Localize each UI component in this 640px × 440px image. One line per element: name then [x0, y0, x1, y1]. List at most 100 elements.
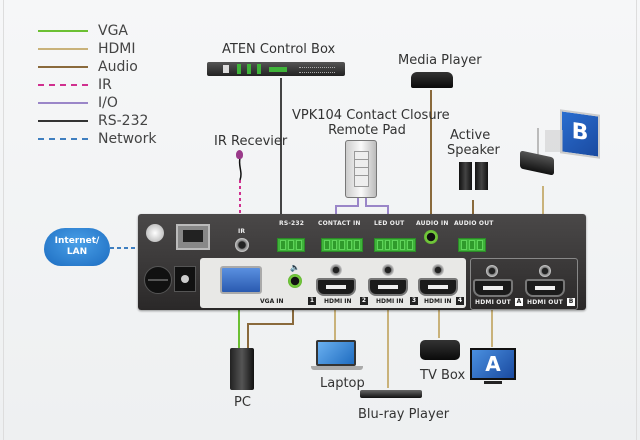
monitor-a-letter: A — [485, 352, 501, 376]
legend-item-io: I/O — [38, 94, 178, 112]
control-box-label: ATEN Control Box — [222, 42, 336, 57]
io-line-led — [365, 196, 389, 220]
contact-in-terminal[interactable] — [321, 238, 363, 252]
matrix-switch-unit: IR RS-232 CONTACT IN LED OUT AUDIO IN AU… — [138, 214, 586, 310]
pc-audio-line — [247, 310, 294, 348]
legend-swatch — [38, 102, 88, 104]
screen-b-letter: B — [571, 118, 589, 147]
contact-pad-icon — [345, 140, 377, 198]
hdmi-in-3-indicator — [382, 264, 394, 276]
output-panel: HDMI OUT A HDMI OUT B — [470, 258, 578, 310]
power-switch[interactable] — [144, 266, 172, 294]
projection-beam — [545, 130, 563, 152]
terminal-icon — [247, 64, 251, 74]
laptop-base — [311, 366, 363, 370]
tv-box-label: TV Box — [420, 368, 466, 383]
terminal-icon — [257, 64, 261, 74]
hdmi-in-2-label: HDMI IN — [324, 298, 352, 305]
contact-in-label: CONTACT IN — [318, 220, 361, 227]
hdmi-out-a-label: HDMI OUT — [475, 299, 511, 306]
legend-swatch — [38, 30, 88, 32]
serial-ports-icon — [299, 67, 335, 73]
led-out-label: LED OUT — [374, 220, 405, 227]
speaker-label-line2: Speaker — [447, 143, 500, 158]
terminal-icon — [269, 67, 287, 72]
input-panel: 🔈 VGA IN 1 HDMI IN 2 HDMI IN 3 HDMI IN 4 — [200, 258, 466, 308]
input-number-2: 2 — [360, 297, 368, 305]
legend-label: Audio — [98, 59, 138, 75]
speaker-label-line1: Active — [450, 128, 491, 143]
hdmi-out-b-port[interactable] — [525, 279, 565, 297]
legend-label: IR — [98, 77, 112, 93]
laptop-label: Laptop — [320, 376, 365, 391]
ir-cable — [238, 157, 242, 181]
pc-label: PC — [234, 395, 251, 410]
legend-swatch — [38, 138, 88, 140]
ir-receiver-label: IR Recevier — [214, 134, 288, 149]
legend-label: Network — [98, 131, 157, 147]
speaker-icon: 🔈 — [290, 263, 300, 272]
led-out-terminal[interactable] — [374, 238, 416, 252]
ground-screw-icon — [146, 224, 164, 242]
legend-item-audio: Audio — [38, 58, 178, 76]
vga-in-label: VGA IN — [260, 298, 284, 305]
hdmi-out-a-port[interactable] — [473, 279, 513, 297]
output-letter-b: B — [567, 298, 575, 306]
power-jack[interactable] — [174, 266, 196, 292]
projector-screen-b: B — [560, 109, 600, 159]
legend-swatch — [38, 66, 88, 68]
legend-label: RS-232 — [98, 113, 149, 129]
speaker-left-icon — [459, 162, 472, 190]
lan-port[interactable] — [176, 224, 210, 250]
legend-swatch — [38, 84, 88, 86]
legend-swatch — [38, 48, 88, 50]
projector-pole — [537, 128, 539, 156]
hdmi-in-3-port[interactable] — [368, 278, 408, 296]
ir-port[interactable] — [235, 238, 249, 252]
pc-audio-jack[interactable] — [288, 274, 302, 288]
legend-item-ir: IR — [38, 76, 178, 94]
input-number-3: 3 — [410, 297, 418, 305]
pc-icon — [230, 348, 254, 390]
media-player-label: Media Player — [398, 53, 482, 68]
hdmi-out-a-indicator — [486, 265, 498, 277]
input-number-1: 1 — [308, 297, 316, 305]
contact-pad-label-line1: VPK104 Contact Closure — [292, 108, 450, 123]
control-box-device — [207, 62, 345, 76]
legend-label: I/O — [98, 95, 118, 111]
legend-item-rs232: RS-232 — [38, 112, 178, 130]
output-letter-a: A — [515, 298, 523, 306]
audio-out-terminal[interactable] — [458, 238, 486, 252]
input-number-4: 4 — [456, 297, 464, 305]
hdmi-in-4-port[interactable] — [418, 278, 458, 296]
legend-item-vga: VGA — [38, 22, 178, 40]
bluray-label: Blu-ray Player — [358, 407, 450, 422]
terminal-icon — [237, 64, 241, 74]
hdmi-in-2-port[interactable] — [316, 278, 356, 296]
hdmi-out-b-label: HDMI OUT — [527, 299, 563, 306]
bluray-icon — [360, 390, 422, 398]
vga-in-port[interactable] — [220, 266, 262, 294]
media-player-icon — [411, 72, 453, 88]
contact-pad-label-line2: Remote Pad — [328, 123, 406, 138]
legend-label: HDMI — [98, 41, 136, 57]
speaker-right-icon — [475, 162, 488, 190]
audio-out-label: AUDIO OUT — [454, 220, 494, 227]
monitor-a-stand — [484, 381, 502, 384]
hdmi-out-b-indicator — [539, 265, 551, 277]
monitor-a-icon: A — [470, 348, 516, 380]
power-socket-icon — [223, 65, 229, 73]
audio-in-jack[interactable] — [424, 230, 438, 244]
cloud-label-line2: LAN — [66, 247, 88, 257]
laptop-icon — [316, 340, 356, 366]
cloud-label-line1: Internet/ — [54, 236, 100, 246]
button-stack — [354, 151, 369, 187]
legend-swatch — [38, 120, 88, 122]
hdmi-in-3-label: HDMI IN — [376, 298, 404, 305]
rs232-terminal[interactable] — [277, 238, 305, 252]
ir-receiver-icon — [236, 150, 243, 159]
legend-item-hdmi: HDMI — [38, 40, 178, 58]
hdmi-in-4-label: HDMI IN — [424, 298, 452, 305]
diagram-frame — [3, 0, 637, 440]
legend-label: VGA — [98, 23, 129, 39]
